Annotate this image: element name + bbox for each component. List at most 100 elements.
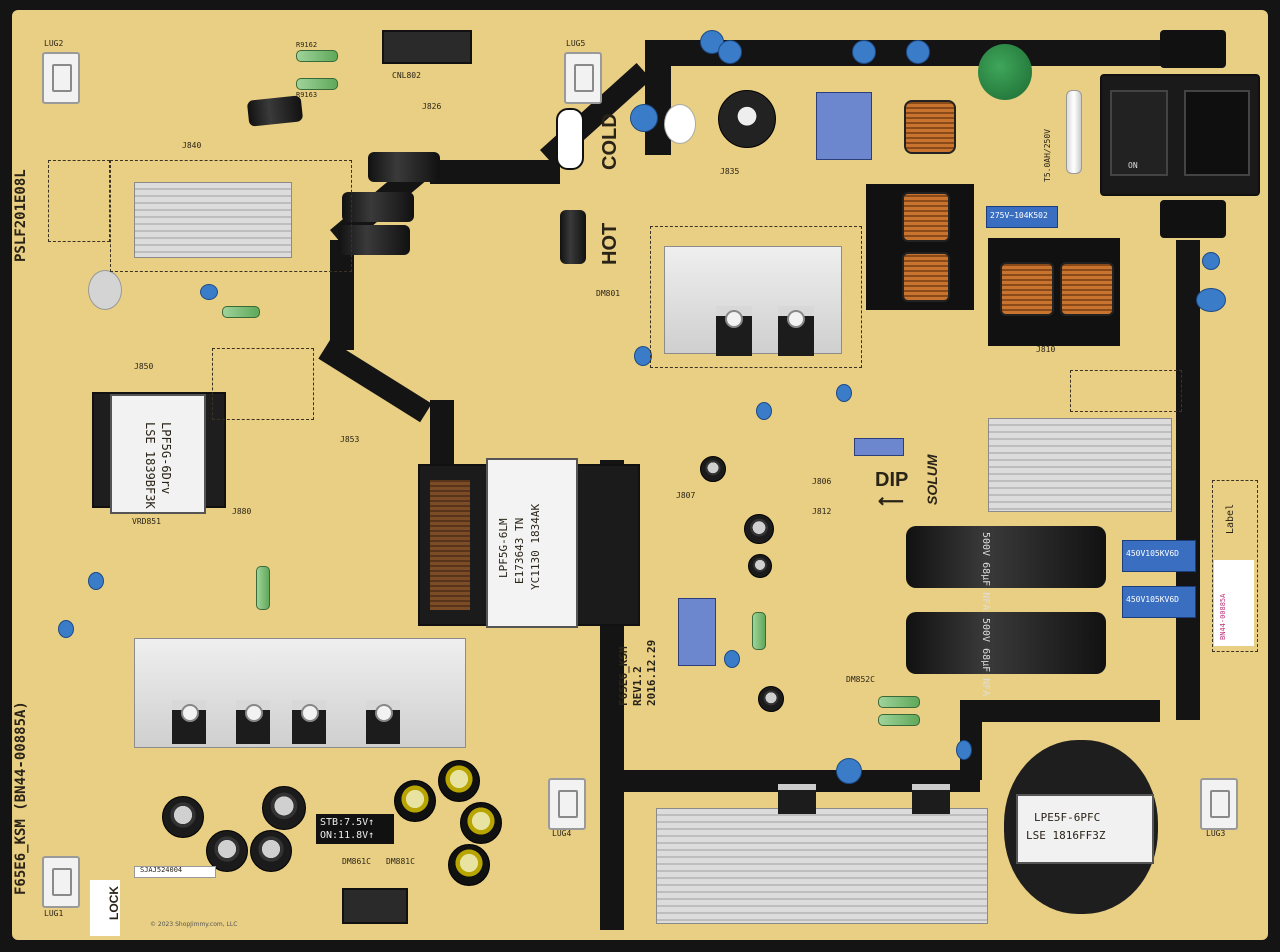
refdes-lug5: LUG5 (566, 39, 586, 48)
coil (1060, 262, 1114, 316)
connector-j855 (342, 888, 408, 924)
silkscreen-outline (650, 226, 862, 368)
brand-label: SOLUM (924, 454, 940, 505)
capacitor (58, 620, 74, 638)
cp8025-label: 450V105KV6D (1126, 549, 1179, 558)
film-capacitor-cp8025 (1122, 540, 1196, 572)
mosfet (912, 784, 950, 814)
t1-line2: LSE 1839BF3K (143, 422, 157, 509)
label-area-text: Label (1225, 503, 1236, 534)
sticker-code: BN44-00885A (1219, 593, 1227, 640)
refdes-j853: J807 (676, 491, 696, 500)
electrolytic-capacitor (448, 844, 490, 886)
isolation-slot (600, 600, 624, 930)
isolation-slot (330, 240, 354, 350)
refdes-j874: J806 (812, 477, 832, 486)
mosfet (172, 700, 206, 744)
capacitor (1202, 252, 1220, 270)
x-capacitor-cx8025 (986, 206, 1058, 228)
y-capacitor (1196, 288, 1226, 312)
capacitor (724, 650, 740, 668)
electrolytic-capacitor (342, 192, 414, 222)
refdes-j840: J840 (182, 141, 202, 150)
transformer-main-label (486, 458, 578, 628)
y-capacitor (852, 40, 876, 64)
electrolytic-capacitor (206, 830, 248, 872)
common-mode-choke (904, 100, 956, 154)
capacitor (956, 740, 972, 760)
resistor-rm850 (752, 612, 766, 650)
pfc-inductor-label (1016, 794, 1154, 864)
cap-text-1: 500V 68μF NFA (980, 532, 991, 611)
electrolytic-capacitor (262, 786, 306, 830)
cold-slot (556, 108, 584, 170)
silkscreen-outline (48, 160, 110, 242)
lug-terminal (42, 52, 80, 104)
capacitor-cm812 (854, 438, 904, 456)
lug-terminal (564, 52, 602, 104)
fuse-label: T5.0AH/250V (1043, 129, 1052, 182)
refdes-j838: DM861C (342, 857, 371, 866)
stb-voltage-box (316, 814, 394, 844)
hot-label: HOT (599, 222, 621, 265)
refdes-r9162: R9162 (296, 41, 318, 49)
y-capacitor (836, 758, 862, 784)
refdes-cnl802: CNL802 (392, 71, 421, 80)
capacitor (836, 384, 852, 402)
refdes-j855: DM881C (386, 857, 415, 866)
mosfet (778, 784, 816, 814)
lug-terminal (1200, 778, 1238, 830)
x1-label: 275V~104K502 (990, 211, 1048, 220)
bulk-capacitor (906, 526, 1106, 588)
varistor-vrd851 (88, 270, 122, 310)
heatsink (134, 182, 292, 258)
stb-line1: STB:7.5V↑ (320, 817, 375, 828)
refdes-dm807: DM801 (596, 289, 621, 298)
electrolytic-capacitor (748, 554, 772, 578)
electrolytic-capacitor (438, 760, 480, 802)
film-capacitor-cp8015 (1122, 586, 1196, 618)
resistor-rp824 (878, 696, 920, 708)
mosfet (716, 306, 752, 356)
lug-bracket (1160, 200, 1226, 238)
model-label: F65E6_KSM (BN44-00885A) (13, 701, 29, 895)
cp8015-label: 450V105KV6D (1126, 595, 1179, 604)
electrolytic-capacitor (560, 210, 586, 264)
refdes-j876: J853 (340, 435, 360, 444)
refdes-j843: J880 (232, 507, 252, 516)
bridge-heatsink (988, 418, 1172, 512)
resistor-rm858 (256, 566, 270, 610)
electrolytic-capacitor (368, 152, 440, 182)
refdes-j805: J835 (720, 167, 740, 176)
silkscreen-outline (212, 348, 314, 420)
resistor-r9161 (222, 306, 260, 318)
power-switch[interactable] (1110, 90, 1168, 176)
cap-text-2: 500V 68μF NFA (980, 618, 991, 697)
version-line3: 2016.12.29 (645, 639, 658, 706)
electrolytic-capacitor (162, 796, 204, 838)
copyright: © 2023 ShopJimmy.com, LLC (150, 921, 238, 928)
refdes-j826: J826 (422, 102, 442, 111)
resistor-r9162 (296, 50, 338, 62)
transformer-wires (430, 480, 470, 610)
lug-terminal (548, 778, 586, 830)
refdes-t9101: VRD851 (132, 517, 161, 526)
pfc-heatsink (656, 808, 988, 924)
refdes-lug1: LUG1 (44, 909, 64, 918)
refdes-lug2: LUG2 (44, 39, 64, 48)
refdes-lug3: LUG3 (1206, 829, 1226, 838)
sticker-code: SJAJ524004 (140, 866, 183, 874)
lock-area (90, 880, 120, 936)
coil (902, 192, 950, 242)
lock-label: LOCK (107, 886, 121, 920)
lug-bracket (1160, 30, 1226, 68)
fuse (1066, 90, 1082, 174)
capacitor (634, 346, 652, 366)
x-capacitor (816, 92, 872, 160)
connector-cnl802 (382, 30, 472, 64)
coil (902, 252, 950, 302)
t3-line2: LSE 1816FF3Z (1026, 829, 1106, 842)
mosfet (292, 700, 326, 744)
lug-terminal (42, 856, 80, 908)
